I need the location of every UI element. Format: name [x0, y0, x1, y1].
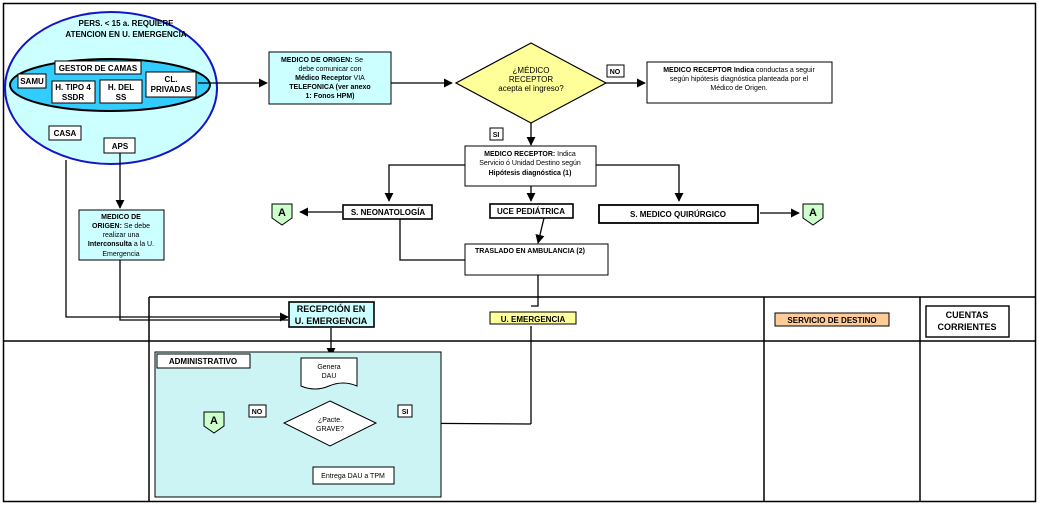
casa-box — [48, 125, 82, 141]
administrativo-region: ADMINISTRATIVO Genera DAU ¿Pacte. GRAVE?… — [154, 351, 442, 498]
servicio-destino-header: SERVICIO DE DESTINO — [787, 316, 876, 325]
traslado-ambulancia-box — [464, 243, 609, 276]
interconsulta-line3: realizar una — [103, 232, 140, 239]
interconsulta-line4: Interconsulta a la U. — [88, 241, 154, 248]
uce-pediatrica-box — [489, 203, 574, 219]
h-tipo4-line2: SSDR — [62, 93, 84, 102]
uce-pediatrica-label: UCE PEDIÁTRICA — [497, 207, 565, 216]
gestor-camas-label: GESTOR DE CAMAS — [59, 64, 138, 73]
admin-si-tag-box — [397, 404, 413, 418]
clinicas-privadas-line1: CL. — [165, 75, 178, 84]
receptor-si-line1: MEDICO RECEPTOR: Indica — [484, 151, 576, 158]
connector-a-left-label: A — [278, 207, 286, 219]
receptor-si-line2: Servicio ó Unidad Destino según — [479, 160, 581, 167]
medico-origen-tel-line1: MEDICO DE ORIGEN: Se — [281, 57, 363, 64]
connector-a-right — [802, 203, 824, 226]
medico-origen-tel-line2: debe comunicar con — [298, 66, 361, 73]
receptor-no-line3: Médico de Origen. — [710, 85, 767, 92]
decision-acepta-ingreso: ¿MÉDICO RECEPTOR acepta el ingreso? — [454, 42, 608, 124]
medico-origen-tel-line5: 1: Fonos HPM) — [306, 93, 355, 100]
h-tipo4-line1: H. TIPO 4 — [55, 83, 91, 92]
pacte-grave-line1: ¿Pacte. — [318, 417, 342, 424]
clinicas-privadas-line2: PRIVADAS — [151, 85, 192, 94]
genera-dau-document — [300, 357, 358, 390]
u-emergencia-header: U. EMERGENCIA — [501, 315, 566, 324]
genera-dau-line2: DAU — [322, 373, 337, 380]
administrativo-title-box — [156, 353, 251, 369]
cuentas-corrientes-header-box — [925, 305, 1010, 338]
interconsulta-line5: Emergencia — [102, 251, 139, 258]
genera-dau-line1: Genera — [317, 364, 340, 371]
pacte-grave-line2: GRAVE? — [316, 426, 344, 433]
decision-acepta-line3: acepta el ingreso? — [498, 84, 564, 93]
si-tag: SI — [493, 132, 500, 139]
medico-origen-interconsulta: MEDICO DE ORIGEN: Se debe realizar una I… — [78, 209, 165, 261]
decision-acepta-line2: RECEPTOR — [509, 75, 554, 84]
servicio-destino-header-box — [774, 312, 890, 327]
connector-a-admin — [203, 411, 225, 434]
recepcion-header-line1: RECEPCIÓN EN — [297, 303, 366, 314]
no-tag: NO — [610, 69, 621, 76]
connector-a-admin-label: A — [210, 415, 218, 427]
medico-quirurgico-box — [598, 204, 759, 224]
clinicas-privadas-box — [145, 71, 197, 98]
neonatologia-box — [342, 204, 433, 220]
aps-label: APS — [112, 142, 129, 151]
origin-title-line1: PERS. < 15 a. REQUIERE — [79, 19, 175, 28]
medico-origen-telefonica: MEDICO DE ORIGEN: Se debe comunicar con … — [268, 51, 392, 105]
medico-receptor-indica-servicio: MEDICO RECEPTOR: Indica Servicio ó Unida… — [464, 145, 597, 187]
decision-pacte-grave — [282, 400, 378, 447]
origin-title-line2: ATENCION EN U. EMERGENCIA — [65, 30, 186, 39]
h-del-ss-line2: SS — [116, 93, 127, 102]
h-del-ss-box — [99, 79, 143, 104]
connectors — [65, 78, 800, 482]
interconsulta-line1: MEDICO DE — [101, 214, 141, 221]
medico-receptor-indica-conductas: MEDICO RECEPTOR Indica conductas a segui… — [646, 61, 833, 104]
receptor-no-line2: según hipótesis diagnóstica planteada po… — [670, 76, 809, 83]
interconsulta-line2: ORIGEN: Se debe — [92, 223, 150, 230]
medico-quirurgico-label: S. MEDICO QUIRÚRGICO — [630, 210, 726, 219]
no-tag-box — [606, 64, 625, 78]
samu-box — [17, 73, 47, 89]
si-tag-box — [489, 127, 504, 141]
connector-a-left — [271, 203, 293, 226]
origin-ellipse-group: PERS. < 15 a. REQUIERE ATENCION EN U. EM… — [4, 11, 218, 165]
u-emergencia-header-box — [489, 311, 577, 325]
cuentas-corrientes-line2: CORRIENTES — [937, 322, 996, 332]
samu-label: SAMU — [20, 77, 44, 86]
connector-a-right-label: A — [809, 207, 817, 219]
decision-acepta-line1: ¿MÉDICO — [513, 66, 550, 75]
medico-origen-tel-line4: TELEFONICA (ver anexo — [289, 84, 370, 91]
entrega-dau-label: Entrega DAU a TPM — [321, 473, 385, 480]
traslado-ambulancia-label: TRASLADO EN AMBULANCIA (2) — [475, 248, 585, 255]
casa-label: CASA — [54, 129, 77, 138]
receptor-si-line3: Hipótesis diagnóstica (1) — [489, 170, 572, 177]
h-del-ss-line1: H. DEL — [108, 83, 134, 92]
admin-no-tag: NO — [252, 409, 263, 416]
gestor-camas-box — [54, 60, 142, 75]
admin-si-tag: SI — [402, 409, 409, 416]
admin-no-tag-box — [248, 404, 267, 418]
neonatologia-label: S. NEONATOLOGÍA — [351, 208, 426, 217]
h-tipo4-box — [51, 80, 96, 104]
recepcion-header-line2: U. EMERGENCIA — [295, 316, 368, 326]
medico-origen-tel-line3: Médico Receptor VIA — [295, 75, 365, 82]
recepcion-header-box — [288, 301, 375, 328]
cuentas-corrientes-line1: CUENTAS — [946, 310, 989, 320]
entrega-dau-box — [312, 466, 395, 485]
receptor-no-line1: MEDICO RECEPTOR Indica conductas a segui… — [663, 67, 815, 74]
administrativo-title: ADMINISTRATIVO — [169, 357, 237, 366]
